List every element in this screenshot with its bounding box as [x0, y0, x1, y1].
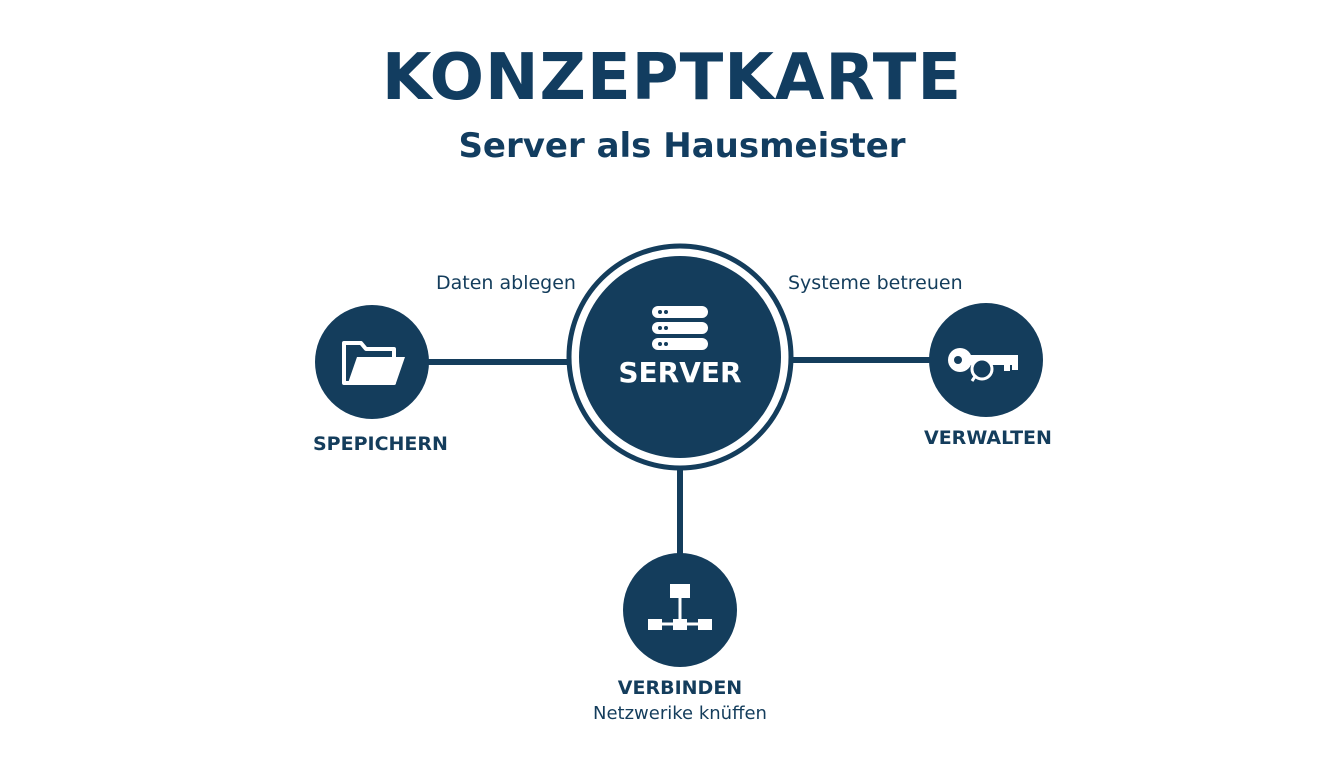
page-title: KONZEPTKARTE	[381, 41, 963, 115]
connect-note: Netzwerike knüffen	[593, 703, 767, 724]
page-subtitle: Server als Hausmeister	[458, 126, 906, 166]
database-icon	[652, 306, 708, 350]
edge-label-manage: Systeme betreuen	[788, 272, 963, 294]
server-label: SERVER	[618, 356, 742, 389]
manage-label: VERWALTEN	[924, 427, 1052, 449]
storage-label: SPEPICHERN	[313, 433, 448, 455]
server-node[interactable]	[566, 243, 794, 471]
network-icon	[648, 584, 712, 630]
edge-label-store: Daten ablegen	[436, 272, 576, 294]
connect-label: VERBINDEN	[617, 677, 743, 699]
folder-icon	[342, 341, 405, 385]
key-icon	[948, 348, 1018, 382]
